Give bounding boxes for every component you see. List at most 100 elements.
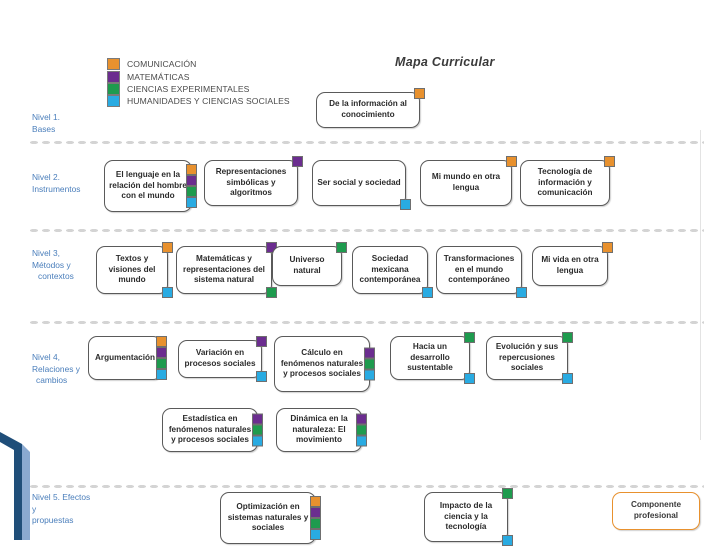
course-node-label: Hacia un desarrollo sustentable xyxy=(407,342,453,373)
course-node-argumentacion[interactable]: Argumentación xyxy=(88,336,167,380)
chip-comunicacion-icon xyxy=(506,156,517,167)
chip-comunicacion-icon xyxy=(602,242,613,253)
level-label-line: Nivel 4, xyxy=(32,352,60,362)
subject-chip-stack xyxy=(506,156,517,167)
level-label-nivel-4: Nivel 4, Relaciones y cambios xyxy=(32,352,104,387)
right-edge-rule xyxy=(700,130,701,440)
legend-item-ciencias-experimentales: CIENCIAS EXPERIMENTALES xyxy=(107,82,290,95)
chip-matematicas-icon xyxy=(252,413,263,425)
legend-item-matematicas: MATEMÁTICAS xyxy=(107,70,290,83)
course-node-dinamica-en-la-naturaleza-el-movimiento[interactable]: Dinámica en la naturaleza: El movimiento xyxy=(276,408,367,452)
chip-comunicacion-icon xyxy=(156,336,167,347)
course-node-matematicas-y-representaciones-del-sistema-natural[interactable]: Matemáticas y representaciones del siste… xyxy=(176,242,277,298)
course-node-universo-natural[interactable]: Universo natural xyxy=(272,242,347,286)
subject-chip-stack xyxy=(422,287,433,298)
level-label-line: Bases xyxy=(32,123,56,134)
chip-matematicas-icon xyxy=(364,347,375,359)
subject-chip-stack xyxy=(464,373,475,384)
course-node-calculo-en-fenomenos-naturales-y-procesos-sociales[interactable]: Cálculo en fenómenos naturales y proceso… xyxy=(274,336,375,392)
subject-chip-stack xyxy=(562,332,573,343)
course-node-label: Impacto de la ciencia y la tecnología xyxy=(439,501,493,532)
legend-label: COMUNICACIÓN xyxy=(127,59,197,70)
legend-label: CIENCIAS EXPERIMENTALES xyxy=(127,83,250,94)
course-node-impacto-de-la-ciencia-y-la-tecnologia[interactable]: Impacto de la ciencia y la tecnología xyxy=(424,488,513,546)
chip-matematicas-icon xyxy=(310,507,321,518)
level-label-line: Métodos y xyxy=(32,259,71,270)
course-node-label: Textos y visiones del mundo xyxy=(108,254,156,285)
chip-matematicas-icon xyxy=(156,347,167,358)
course-node-label: Mi vida en otra lengua xyxy=(541,255,599,275)
chip-ciencias-experimentales-icon xyxy=(186,186,197,197)
course-node-sociedad-mexicana-contemporanea[interactable]: Sociedad mexicana contemporánea xyxy=(352,246,433,298)
course-node-label: Transformaciones en el mundo contemporán… xyxy=(443,254,515,285)
chip-humanidades-icon xyxy=(516,287,527,298)
course-node-label: Universo natural xyxy=(289,255,325,275)
subject-chip-stack xyxy=(400,199,411,210)
band-separator xyxy=(28,484,704,489)
course-node-evolucion-y-sus-repercusiones-sociales[interactable]: Evolución y sus repercusiones sociales xyxy=(486,332,573,384)
chip-humanidades-icon xyxy=(256,371,267,382)
chip-ciencias-experimentales-icon xyxy=(364,358,375,370)
chip-humanidades-icon xyxy=(364,369,375,381)
chip-ciencias-experimentales-icon xyxy=(266,287,277,298)
chip-ciencias-experimentales-icon xyxy=(464,332,475,343)
course-node-variacion-en-procesos-sociales[interactable]: Variación en procesos sociales xyxy=(178,336,267,382)
subject-chip-stack xyxy=(162,287,173,298)
course-node-tecnologia-de-informacion-y-comunicacion[interactable]: Tecnología de información y comunicación xyxy=(520,156,615,206)
subject-chip-stack xyxy=(266,287,277,298)
course-node-representaciones-simbolicas-y-algoritmos[interactable]: Representaciones simbólicas y algoritmos xyxy=(204,156,303,206)
legend-item-humanidades: HUMANIDADES Y CIENCIAS SOCIALES xyxy=(107,95,290,108)
chip-humanidades-icon xyxy=(156,369,167,380)
chip-comunicacion-icon xyxy=(414,88,425,99)
chip-comunicacion-icon xyxy=(604,156,615,167)
subject-chip-stack xyxy=(252,413,263,447)
course-node-label: Evolución y sus repercusiones sociales xyxy=(495,342,559,373)
subject-chip-stack xyxy=(502,535,513,546)
course-node-label: Estadística en fenómenos naturales y pro… xyxy=(168,414,252,445)
level-label-line: cambios xyxy=(36,375,68,385)
band-separator xyxy=(28,228,704,233)
subject-chip-stack xyxy=(364,347,375,381)
legend-item-comunicacion: COMUNICACIÓN xyxy=(107,58,290,71)
level-label-nivel-3: Nivel 3, Métodos y contextos xyxy=(32,248,104,283)
course-node-label: Mi mundo en otra lengua xyxy=(431,172,501,192)
course-node-label: Optimización en sistemas naturales y soc… xyxy=(227,502,309,533)
chip-matematicas-icon xyxy=(186,175,197,186)
chip-humanidades-icon xyxy=(162,287,173,298)
course-node-optimizacion-en-sistemas-naturales-y-sociales[interactable]: Optimización en sistemas naturales y soc… xyxy=(220,492,321,544)
level-label-nivel-1: Nivel 1. Bases xyxy=(32,112,104,135)
course-node-label: Representaciones simbólicas y algoritmos xyxy=(215,167,287,198)
chip-comunicacion-icon xyxy=(186,164,197,175)
course-node-mi-mundo-en-otra-lengua[interactable]: Mi mundo en otra lengua xyxy=(420,156,517,206)
course-node-transformaciones-en-el-mundo-contemporaneo[interactable]: Transformaciones en el mundo contemporán… xyxy=(436,246,527,298)
legend-swatch-icon xyxy=(107,58,120,71)
chip-matematicas-icon xyxy=(256,336,267,347)
course-node-hacia-un-desarrollo-sustentable[interactable]: Hacia un desarrollo sustentable xyxy=(390,332,475,384)
course-node-estadistica-en-fenomenos-naturales-y-procesos-sociales[interactable]: Estadística en fenómenos naturales y pro… xyxy=(162,408,263,452)
level-label-line: propuestas xyxy=(32,515,74,525)
course-node-mi-vida-en-otra-lengua[interactable]: Mi vida en otra lengua xyxy=(532,242,613,286)
course-node-de-la-informacion-al-conocimiento[interactable]: De la información al conocimiento xyxy=(316,88,425,128)
course-node-label: Tecnología de información y comunicación xyxy=(537,167,593,198)
course-node-textos-y-visiones-del-mundo[interactable]: Textos y visiones del mundo xyxy=(96,242,173,298)
chip-humanidades-icon xyxy=(310,529,321,540)
course-node-componente-profesional[interactable]: Componente profesional xyxy=(612,492,700,530)
subject-chip-stack xyxy=(464,332,475,343)
subject-chip-stack xyxy=(356,413,367,447)
course-node-label: Matemáticas y representaciones del siste… xyxy=(183,254,265,285)
course-node-ser-social-y-sociedad[interactable]: Ser social y sociedad xyxy=(312,160,411,210)
subject-chip-stack xyxy=(256,371,267,382)
chip-ciencias-experimentales-icon xyxy=(156,358,167,369)
course-node-label: Componente profesional xyxy=(630,500,682,520)
chip-ciencias-experimentales-icon xyxy=(310,518,321,529)
course-node-label: Cálculo en fenómenos naturales y proceso… xyxy=(280,348,364,379)
course-node-el-lenguaje-en-la-relacion-del-hombre-con-el-mundo[interactable]: El lenguaje en la relación del hombre co… xyxy=(104,160,197,212)
chip-humanidades-icon xyxy=(422,287,433,298)
course-node-label: Argumentación xyxy=(94,352,156,362)
subject-chip-stack xyxy=(186,164,197,208)
chip-humanidades-icon xyxy=(356,435,367,447)
course-node-label: Ser social y sociedad xyxy=(317,177,401,187)
band-separator xyxy=(28,140,704,145)
subject-chip-stack xyxy=(602,242,613,253)
